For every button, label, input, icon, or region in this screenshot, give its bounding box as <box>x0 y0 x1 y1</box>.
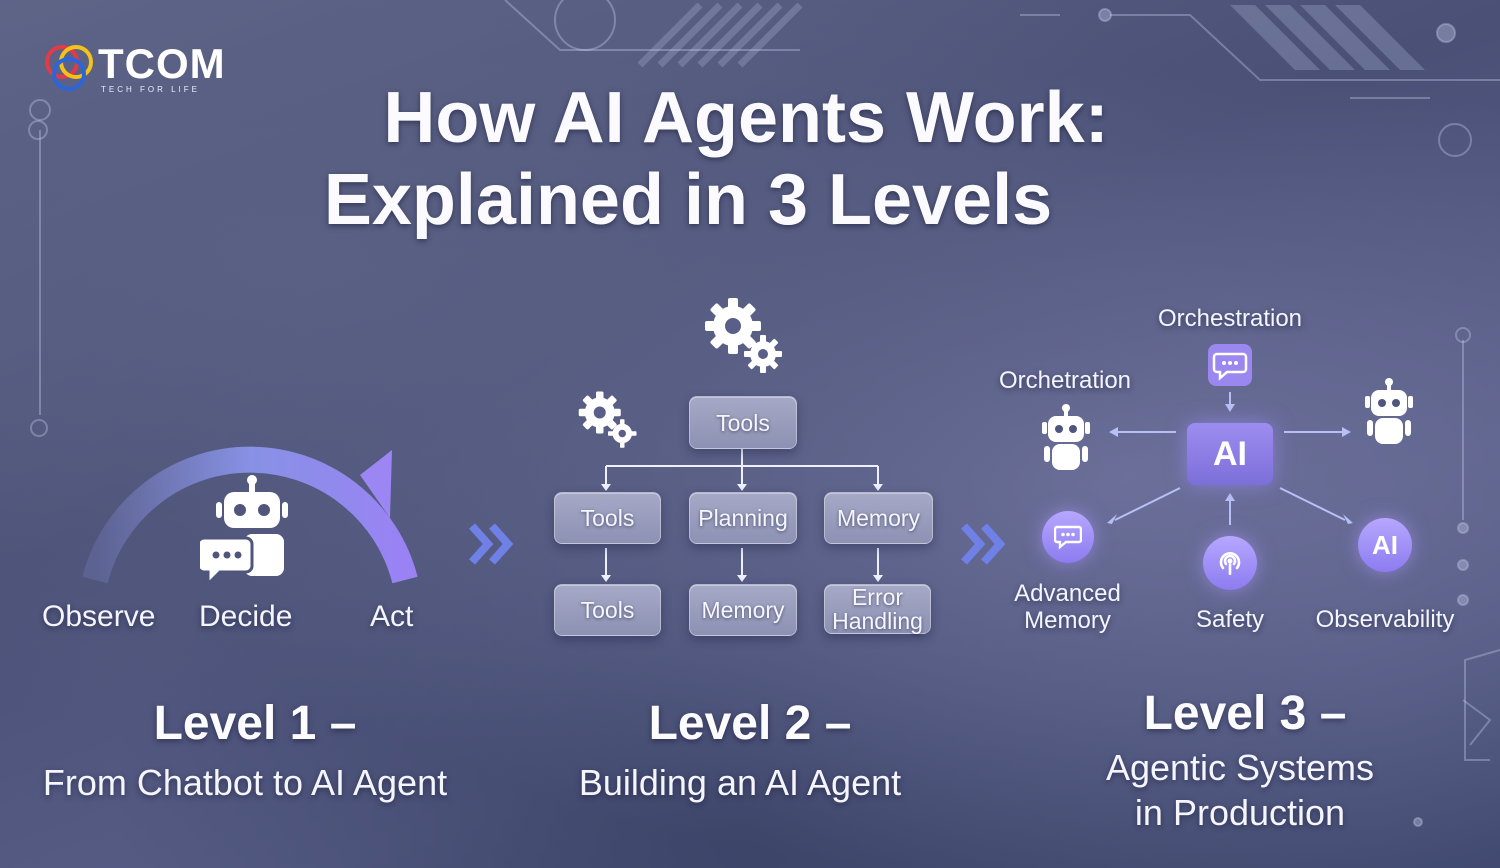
box-planning: Planning <box>689 492 797 544</box>
gears-icon <box>578 391 637 448</box>
label-orchetration: Orchetration <box>998 367 1132 394</box>
label-advanced-memory: Advanced Memory <box>1014 580 1121 634</box>
page-title-line2: Explained in 3 Levels <box>323 160 1053 240</box>
level3-subtitle-line2: in Production <box>1134 792 1346 833</box>
box-memory: Memory <box>824 492 933 544</box>
observability-ai-badge: AI <box>1358 518 1412 572</box>
safety-broadcast-icon <box>1203 536 1257 590</box>
chevron-right-icon <box>961 523 1006 565</box>
step-act: Act <box>370 600 414 633</box>
label-observability: Observability <box>1315 606 1455 633</box>
advanced-memory-chat-icon <box>1042 511 1094 563</box>
gears-icon <box>705 298 782 373</box>
box-memory-2: Memory <box>689 584 797 636</box>
label-orchestration: Orchestration <box>1157 305 1303 332</box>
robot-chat-icon <box>200 475 288 586</box>
step-observe: Observe <box>42 600 156 633</box>
robot-icon <box>1042 404 1090 470</box>
label-safety: Safety <box>1195 606 1265 633</box>
logo-tagline: TECH FOR LIFE <box>101 85 201 94</box>
level3-heading: Level 3 – <box>1143 687 1347 740</box>
step-decide: Decide <box>199 600 293 633</box>
level3-subtitle-line1: Agentic Systems <box>1105 747 1375 788</box>
robot-icon <box>1365 378 1413 444</box>
level2-heading: Level 2 – <box>648 697 852 750</box>
box-tools-top: Tools <box>689 396 797 449</box>
ai-core-box: AI <box>1187 423 1273 485</box>
cycle-arc <box>82 446 418 584</box>
level2-subtitle: Building an AI Agent <box>578 762 902 803</box>
level1-subtitle: From Chatbot to AI Agent <box>42 762 448 803</box>
chevron-right-icon <box>469 523 514 565</box>
box-tools: Tools <box>554 492 661 544</box>
page-title-line1: How AI Agents Work: <box>383 78 1109 158</box>
level1-heading: Level 1 – <box>153 697 357 750</box>
box-error-handling: Error Handling <box>824 584 931 634</box>
tcom-logo-icon <box>45 45 93 91</box>
logo-wordmark: TCOM <box>98 40 226 87</box>
chat-icon <box>1208 344 1252 386</box>
box-tools-2: Tools <box>554 584 661 636</box>
